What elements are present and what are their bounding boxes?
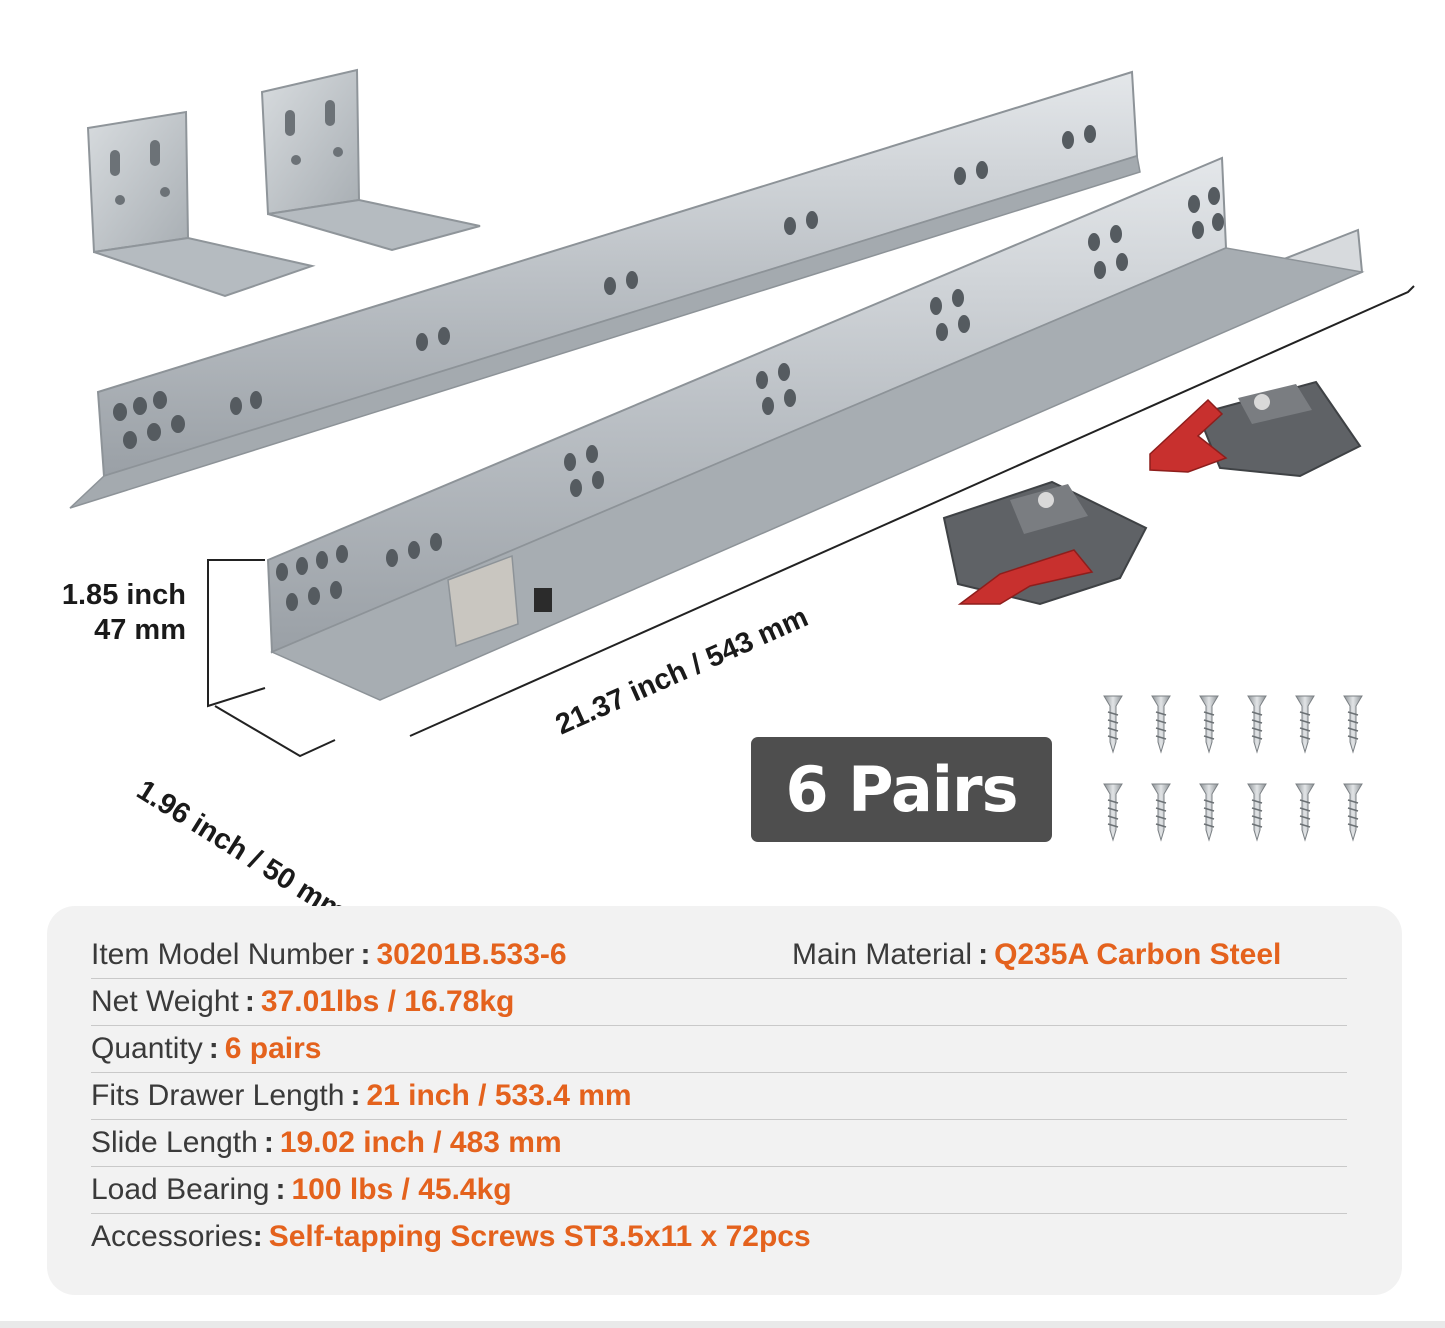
- spec-row-drawer-length: Fits Drawer Length:21 inch / 533.4 mm: [91, 1073, 1347, 1120]
- spec-row-quantity: Quantity:6 pairs: [91, 1026, 1347, 1073]
- product-illustration: [69, 68, 1415, 842]
- spec-value: Q235A Carbon Steel: [994, 938, 1282, 971]
- spec-row-model: Item Model Number:30201B.533-6 Main Mate…: [91, 932, 1347, 979]
- spec-row-load: Load Bearing:100 lbs / 45.4kg: [91, 1167, 1347, 1214]
- screw-icon: [1295, 695, 1315, 754]
- spec-panel: Item Model Number:30201B.533-6 Main Mate…: [47, 906, 1402, 1295]
- height-inch-text: 1.85 inch: [61, 579, 186, 611]
- screw-icon: [1343, 783, 1363, 842]
- spec-label: Load Bearing: [91, 1173, 270, 1206]
- spec-value: 6 pairs: [224, 1032, 322, 1065]
- spec-label: Item Model Number: [91, 938, 355, 971]
- bottom-divider: [0, 1321, 1445, 1328]
- spec-label: Quantity: [91, 1032, 203, 1065]
- spec-row-accessories: Accessories:Self-tapping Screws ST3.5x11…: [91, 1220, 811, 1253]
- spec-label: Main Material: [792, 938, 973, 971]
- spec-value: 21 inch / 533.4 mm: [366, 1079, 632, 1112]
- dimension-lines: [207, 285, 1415, 758]
- screw-icon: [1103, 783, 1123, 842]
- spec-label: Fits Drawer Length: [91, 1079, 345, 1112]
- spec-material: Main Material:Q235A Carbon Steel: [792, 938, 1282, 971]
- screw-icon: [1247, 783, 1267, 842]
- spec-row-weight: Net Weight:37.01lbs / 16.78kg: [91, 979, 1347, 1026]
- spec-value: 100 lbs / 45.4kg: [291, 1173, 512, 1206]
- spec-label: Slide Length: [91, 1126, 258, 1159]
- screw-icon: [1199, 783, 1219, 842]
- screw-set: [1103, 695, 1363, 842]
- drawer-slide-icon: [266, 156, 1365, 701]
- screw-icon: [1247, 695, 1267, 754]
- height-mm-text: 47 mm: [94, 614, 186, 646]
- spec-label: Net Weight: [91, 985, 239, 1018]
- locking-clip-icon: [1149, 380, 1362, 478]
- screw-icon: [1343, 695, 1363, 754]
- height-dimension-label: 1.85 inch 47 mm: [46, 578, 186, 648]
- spec-label: Accessories: [91, 1220, 253, 1253]
- pairs-badge: 6 Pairs: [751, 737, 1052, 842]
- rear-bracket-icon: [86, 110, 316, 298]
- spec-value: Self-tapping Screws ST3.5x11 x 72pcs: [268, 1220, 811, 1253]
- screw-icon: [1103, 695, 1123, 754]
- rear-bracket-icon: [260, 68, 481, 252]
- screw-icon: [1151, 783, 1171, 842]
- screw-icon: [1199, 695, 1219, 754]
- spec-value: 19.02 inch / 483 mm: [279, 1126, 562, 1159]
- spec-row-slide-length: Slide Length:19.02 inch / 483 mm: [91, 1120, 1347, 1167]
- locking-clip-icon: [942, 480, 1148, 606]
- drawer-slide-icon: [69, 70, 1141, 509]
- screw-icon: [1295, 783, 1315, 842]
- screw-icon: [1151, 695, 1171, 754]
- spec-value: 30201B.533-6: [376, 938, 567, 971]
- spec-value: 37.01lbs / 16.78kg: [260, 985, 515, 1018]
